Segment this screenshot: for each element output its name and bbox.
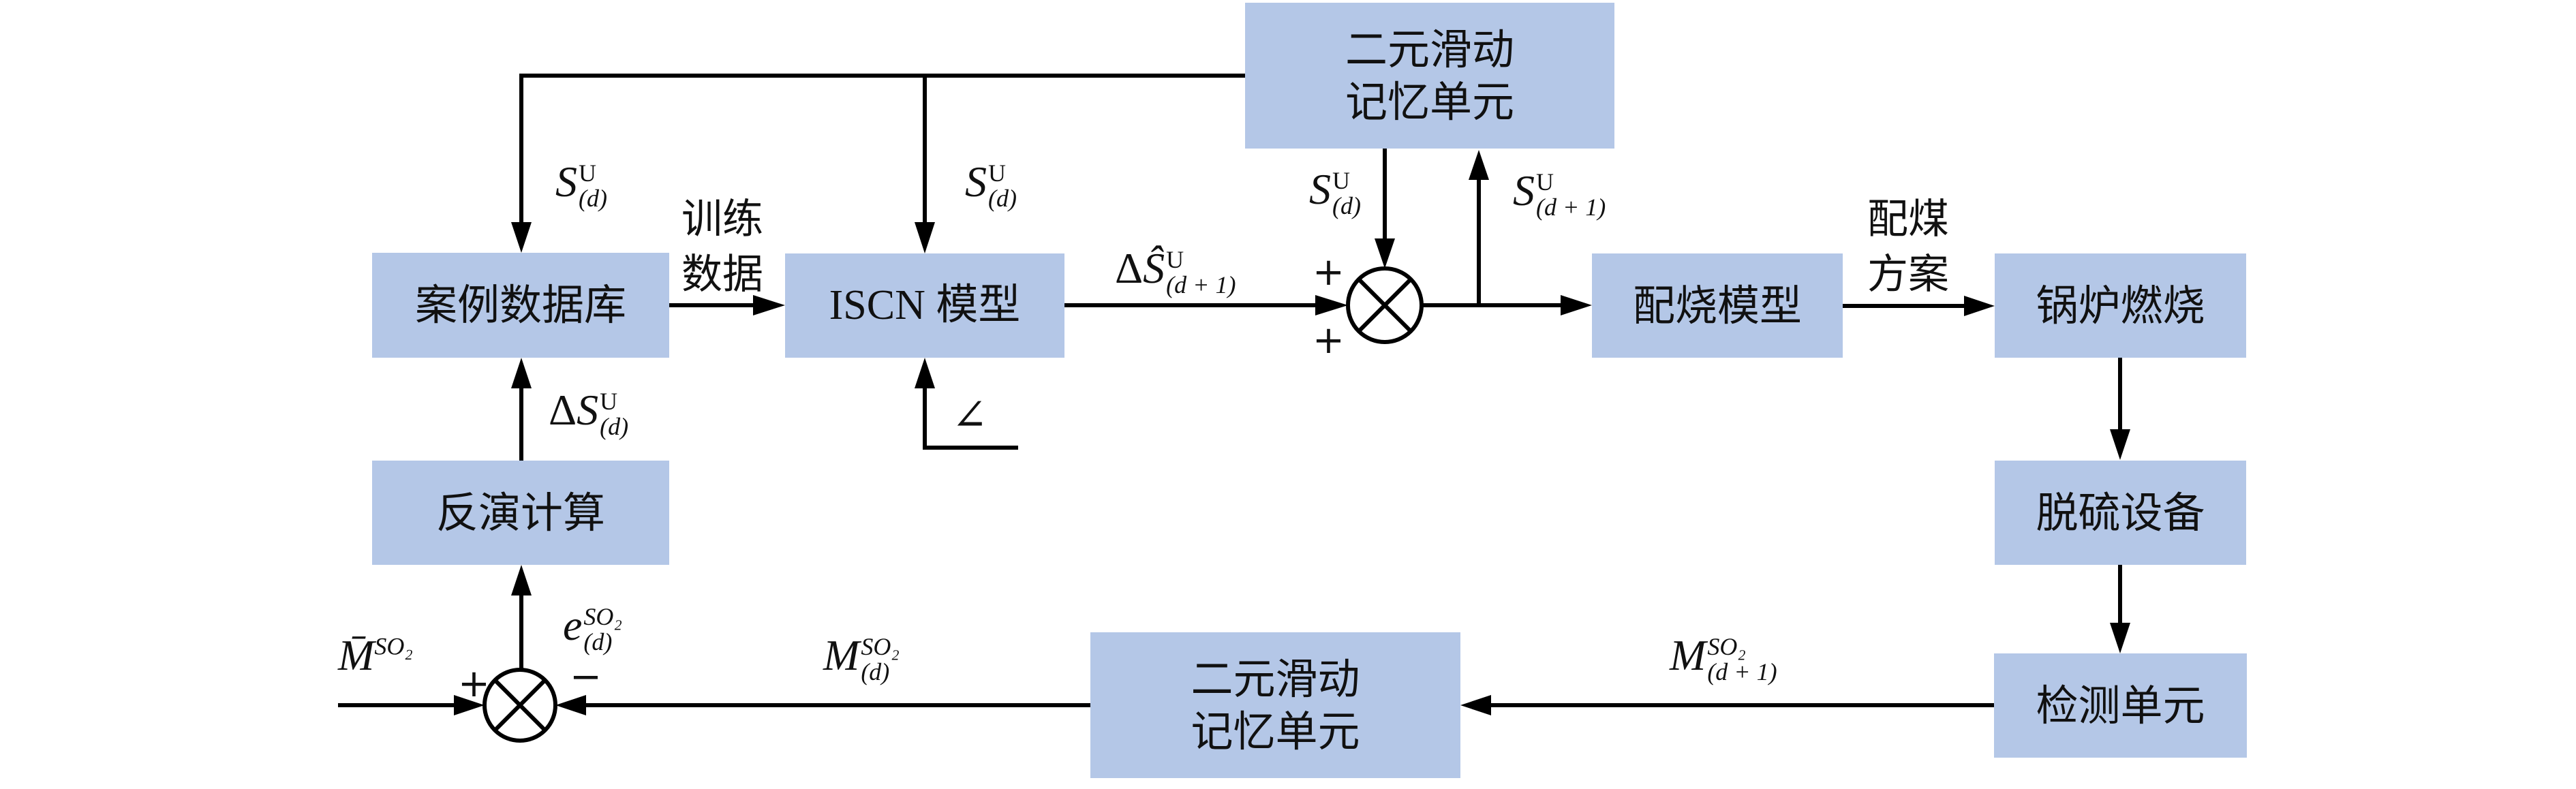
symbol-base: S — [555, 157, 577, 206]
symbol-sup: SO₂ — [583, 602, 622, 630]
symbol-sup: SO₂ — [861, 632, 900, 660]
memory-top-label-line2: 记忆单元 — [1345, 77, 1514, 127]
arrowhead-to-desulf — [2110, 429, 2130, 460]
symbol-sub: (d + 1) — [1166, 271, 1236, 299]
symbol-sub: (d) — [1332, 192, 1361, 220]
symbol-sub: (d + 1) — [1707, 658, 1777, 686]
symbol-sub: (d + 1) — [1536, 194, 1606, 221]
memory-top-label-line1: 二元滑动 — [1345, 24, 1514, 74]
arrowhead-to-iscn-top — [915, 222, 935, 253]
symbol-sup: U — [1536, 168, 1554, 196]
feedback-bus-top — [519, 74, 1245, 222]
arrowhead-to-memory — [1469, 150, 1489, 180]
symbol-base: S — [1513, 166, 1535, 215]
summer-bottom-sign-minus: − — [570, 655, 602, 699]
memory-unit-top-block: 二元滑动 记忆单元 — [1245, 3, 1614, 149]
iscn-model-block: ISCN 模型 — [785, 253, 1064, 358]
arrowhead-to-iscn-bottom — [915, 358, 935, 388]
arrowhead-to-summer-left — [1315, 295, 1348, 315]
desulfurization-block: 脱硫设备 — [1995, 461, 2246, 565]
symbol-sub: (d) — [861, 658, 890, 686]
arrowhead-to-blending — [1561, 295, 1592, 315]
training-data-label: 训练 数据 — [681, 192, 763, 303]
inversion-block: 反演计算 — [372, 461, 669, 565]
detection-unit-block: 检测单元 — [1994, 653, 2247, 758]
symbol-base: M — [823, 631, 860, 679]
symbol-sup: U — [1332, 166, 1350, 194]
label-m-bar: M̄SO₂ — [338, 634, 413, 677]
symbol-base: S — [1309, 165, 1331, 213]
memory-bottom-label-line2: 记忆单元 — [1191, 707, 1360, 756]
symbol-sub: (d) — [583, 628, 613, 656]
symbol-base: Ŝ — [1143, 244, 1165, 292]
summer-bottom-cross-b — [493, 678, 547, 732]
coal-plan-line1: 配煤 — [1867, 196, 1949, 243]
coal-plan-line2: 方案 — [1867, 251, 1949, 298]
arrowhead-to-boiler — [1964, 296, 1995, 316]
inversion-label: 反演计算 — [435, 487, 605, 538]
arrowhead-to-summer-top — [1375, 238, 1395, 268]
iscn-param-input-line — [923, 388, 1018, 450]
blending-model-block: 配烧模型 — [1592, 253, 1843, 358]
symbol-sub: (d) — [579, 185, 607, 213]
symbol-base: S — [577, 386, 599, 434]
training-data-line2: 数据 — [681, 251, 763, 298]
memory-bottom-label-line1: 二元滑动 — [1191, 653, 1360, 704]
symbol-sup: U — [600, 387, 618, 415]
symbol-base: e — [563, 601, 583, 649]
delta-symbol: Δ — [1115, 244, 1144, 292]
arrowhead-to-error-summer-left — [454, 695, 485, 715]
detection-unit-label: 检测单元 — [2036, 680, 2205, 730]
symbol-sub: (d) — [988, 185, 1017, 213]
summer-top-sign-lower: + — [1313, 318, 1345, 362]
symbol-sup: U — [1166, 245, 1184, 273]
boiler-combustion-label: 锅炉燃烧 — [2036, 280, 2205, 330]
symbol-base: S — [965, 157, 987, 206]
memory-unit-bottom-block: 二元滑动 记忆单元 — [1090, 632, 1460, 778]
symbol-base: M — [1670, 631, 1706, 679]
symbol-base: M̄ — [338, 631, 375, 679]
coal-blending-plan-label: 配煤 方案 — [1867, 192, 1949, 303]
summer-top-sign-upper: + — [1313, 250, 1345, 294]
iscn-model-label: ISCN 模型 — [829, 281, 1021, 328]
arrowhead-to-memory-bottom — [1460, 695, 1491, 715]
training-data-line1: 训练 — [681, 196, 763, 243]
symbol-sup: U — [579, 159, 596, 187]
arrowhead-to-database — [511, 222, 532, 253]
summer-top-cross-b — [1357, 277, 1413, 333]
symbol-sup: SO₂ — [1707, 632, 1746, 660]
arrowhead-to-database-bottom — [511, 358, 532, 388]
symbol-sup: U — [988, 159, 1006, 187]
arrowhead-to-iscn-left — [753, 295, 785, 315]
angle-symbol: ∠ — [951, 390, 988, 441]
delta-symbol: Δ — [549, 386, 577, 434]
case-database-label: 案例数据库 — [414, 280, 626, 330]
case-database-block: 案例数据库 — [372, 253, 669, 358]
blending-model-label: 配烧模型 — [1632, 280, 1802, 330]
boiler-combustion-block: 锅炉燃烧 — [1995, 253, 2246, 358]
desulfurization-label: 脱硫设备 — [2036, 487, 2205, 538]
arrowhead-to-inversion — [511, 565, 532, 595]
arrowhead-to-detection — [2110, 623, 2130, 653]
summer-bottom-sign-plus: + — [458, 662, 490, 706]
symbol-sup: SO₂ — [374, 632, 413, 660]
symbol-sub: (d) — [600, 413, 629, 441]
arrowhead-to-error-summer-right — [555, 695, 586, 715]
